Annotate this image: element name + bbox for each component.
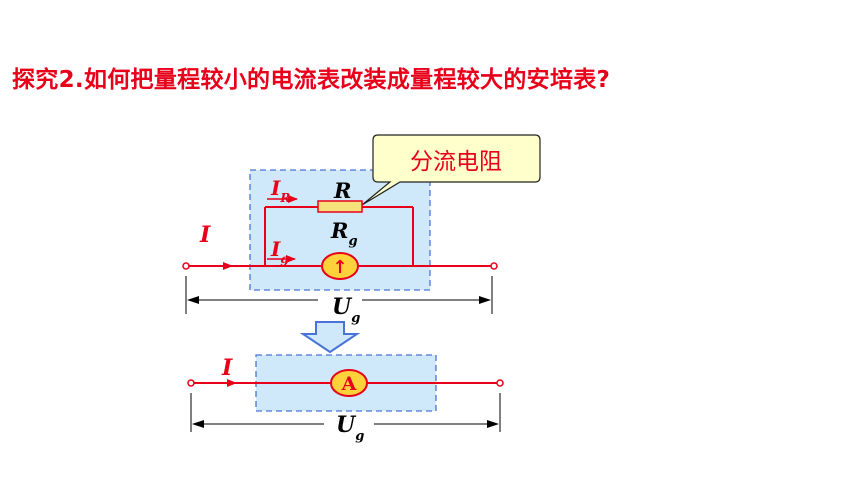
terminal-left-top	[182, 262, 190, 270]
label-voltage-bottom: Ug	[336, 412, 364, 444]
label-current-r: IR	[270, 176, 290, 205]
label-current-total: I	[199, 222, 211, 248]
page-title: 探究2.如何把量程较小的电流表改装成量程较大的安培表?	[12, 67, 611, 93]
shunt-callout: 分流电阻	[361, 134, 541, 206]
label-galvanometer-resistance: Rg	[330, 218, 358, 249]
ammeter-symbol: A	[341, 373, 357, 395]
ammeter: A	[330, 369, 368, 397]
terminal-right-bottom	[496, 379, 504, 387]
voltage-span-bottom	[190, 393, 501, 432]
galvanometer-symbol: ↑	[332, 257, 347, 278]
callout-text: 分流电阻	[410, 149, 502, 175]
transform-arrow	[299, 321, 361, 354]
label-voltage-top: Ug	[332, 294, 360, 326]
voltage-span-top	[185, 276, 493, 314]
label-resistor: R	[333, 178, 351, 203]
terminal-left-bottom	[187, 379, 195, 387]
shunt-resistor	[317, 200, 363, 213]
galvanometer: ↑	[321, 252, 359, 280]
label-current-bottom: I	[221, 355, 233, 381]
label-current-g: Ig	[270, 237, 289, 266]
terminal-right-top	[490, 262, 498, 270]
